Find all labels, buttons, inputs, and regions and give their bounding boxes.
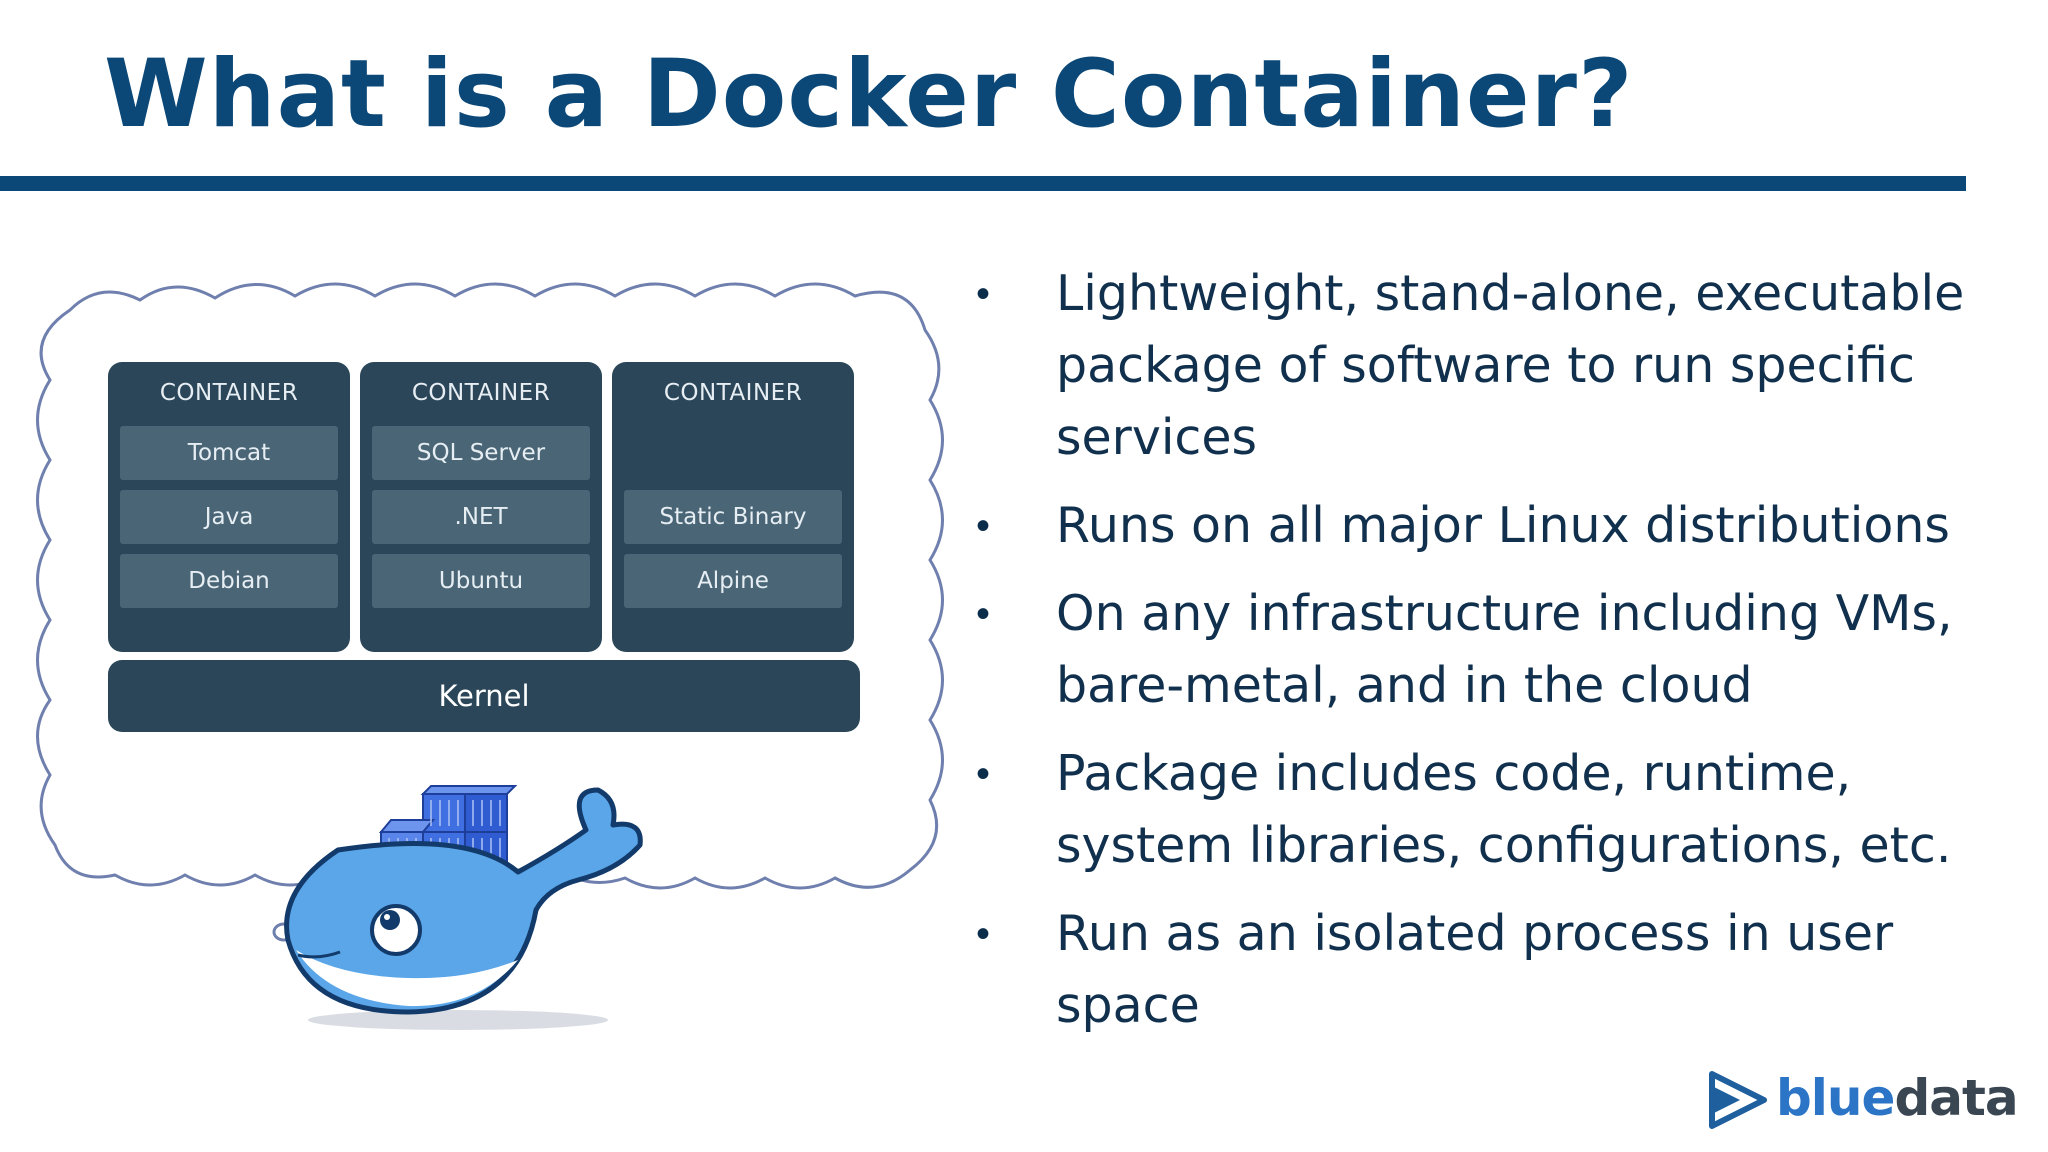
layer-static-binary: Static Binary bbox=[624, 490, 842, 544]
container-header: CONTAINER bbox=[411, 380, 551, 406]
container-column-1: CONTAINER Tomcat Java Debian bbox=[108, 362, 350, 652]
bullet-text: Package includes code, runtime, system l… bbox=[1056, 745, 1952, 874]
layer-dotnet: .NET bbox=[372, 490, 590, 544]
bluedata-logo-icon bbox=[1709, 1071, 1767, 1129]
layer-debian: Debian bbox=[120, 554, 338, 608]
bluedata-logo: bluedata bbox=[1706, 1064, 2019, 1134]
title-divider bbox=[0, 176, 1966, 191]
logo-text-dark: data bbox=[1894, 1069, 2018, 1127]
bullet-text: On any infrastructure including VMs, bar… bbox=[1056, 585, 1953, 714]
layer-sql-server: SQL Server bbox=[372, 426, 590, 480]
bullet-text: Runs on all major Linux distributions bbox=[1056, 497, 1950, 554]
slide-title: What is a Docker Container? bbox=[104, 40, 1634, 149]
layer-java: Java bbox=[120, 490, 338, 544]
container-header: CONTAINER bbox=[663, 380, 803, 406]
container-column-2: CONTAINER SQL Server .NET Ubuntu bbox=[360, 362, 602, 652]
container-header: CONTAINER bbox=[159, 380, 299, 406]
layer-alpine: Alpine bbox=[624, 554, 842, 608]
docker-whale-icon bbox=[284, 785, 643, 1030]
logo-text-blue: blue bbox=[1776, 1069, 1895, 1127]
layer-tomcat: Tomcat bbox=[120, 426, 338, 480]
container-column-3: CONTAINER Static Binary Alpine bbox=[612, 362, 854, 652]
kernel-bar: Kernel bbox=[108, 660, 860, 732]
bullet-text: Run as an isolated process in user space bbox=[1056, 905, 1894, 1034]
layer-ubuntu: Ubuntu bbox=[372, 554, 590, 608]
bullet-text: Lightweight, stand-alone, executable pac… bbox=[1056, 265, 1965, 466]
